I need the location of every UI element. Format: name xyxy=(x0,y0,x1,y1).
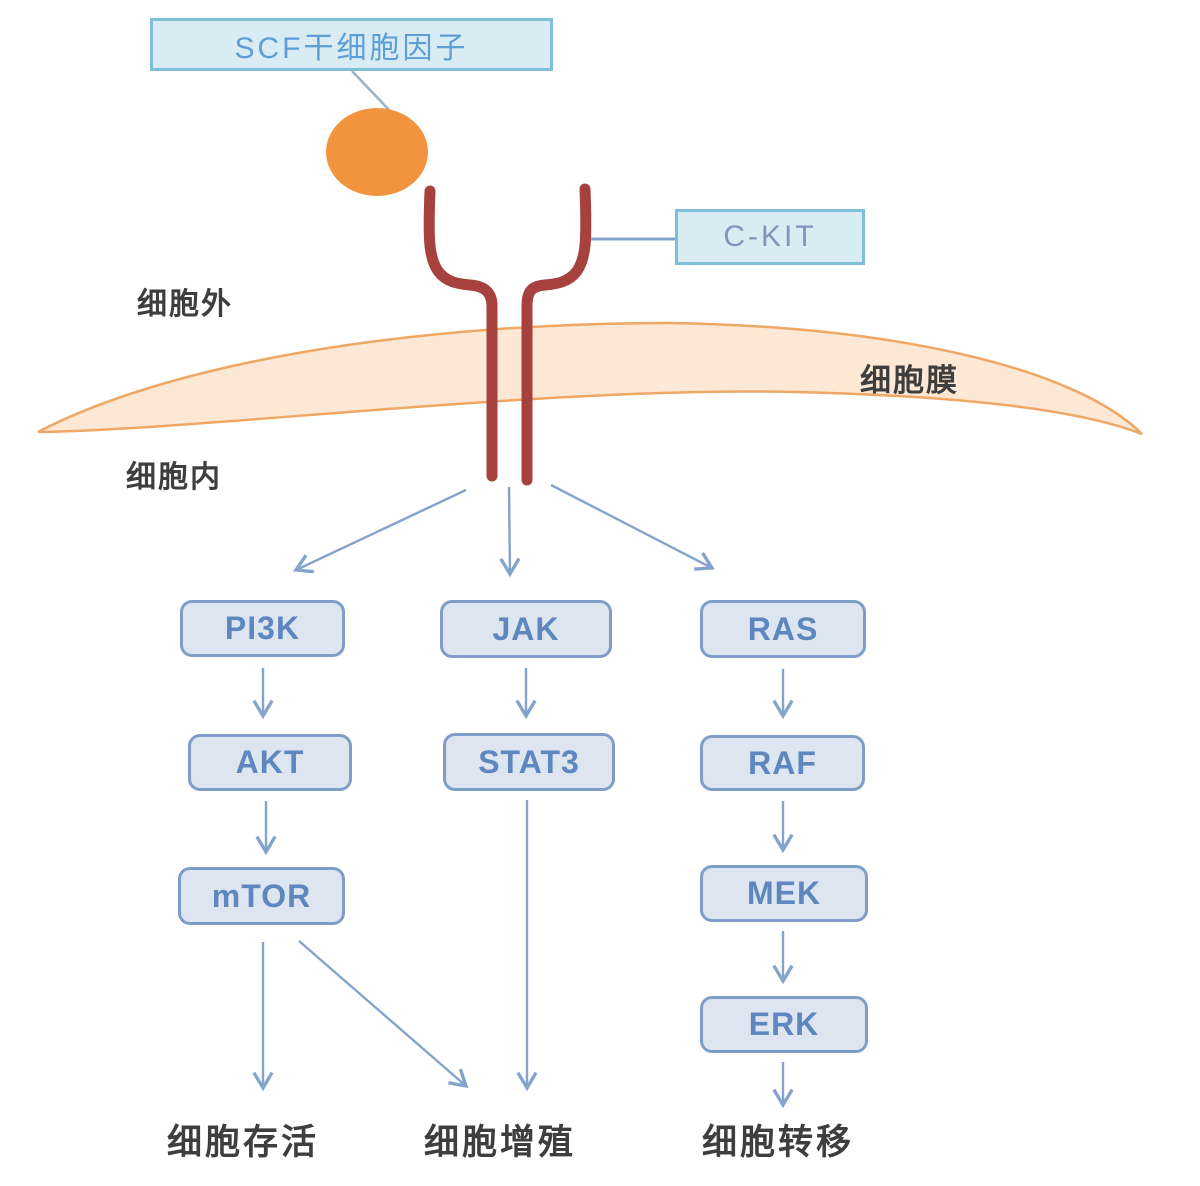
node-mtor: mTOR xyxy=(178,867,345,925)
arrow-receptor-to-jak xyxy=(499,486,521,578)
ckit-receptor-label-box: C-KIT xyxy=(675,209,865,265)
ckit-receptor-right-arm-icon xyxy=(521,183,592,486)
cell-membrane-label: 细胞膜 xyxy=(860,363,959,398)
node-akt: AKT xyxy=(188,734,352,791)
node-ras: RAS xyxy=(700,600,866,658)
ckit-receptor-left-arm-icon xyxy=(423,185,498,482)
node-pi3k: PI3K xyxy=(180,600,345,657)
arrow-receptor-to-ras xyxy=(550,483,715,571)
node-raf: RAF xyxy=(700,735,865,791)
extracellular-label: 细胞外 xyxy=(137,288,233,321)
intracellular-label: 细胞内 xyxy=(126,461,222,494)
arrow-receptor-to-pi3k xyxy=(293,488,467,574)
node-jak: JAK xyxy=(440,600,612,658)
outcome-cell-survival: 细胞存活 xyxy=(167,1123,320,1162)
node-stat3: STAT3 xyxy=(443,733,615,791)
outcome-cell-metastasis: 细胞转移 xyxy=(702,1123,855,1162)
outcome-cell-proliferation: 细胞增殖 xyxy=(424,1123,577,1162)
scf-ligand-icon xyxy=(326,108,428,196)
scf-ligand-label-box: SCF干细胞因子 xyxy=(150,18,553,71)
cell-membrane-band xyxy=(37,321,1143,436)
signal-arrows xyxy=(252,483,794,1109)
scf-to-ligand-connector xyxy=(351,70,393,114)
arrow-mtor-to-proliferation xyxy=(298,940,469,1089)
node-erk: ERK xyxy=(700,996,868,1053)
node-mek: MEK xyxy=(700,865,868,922)
